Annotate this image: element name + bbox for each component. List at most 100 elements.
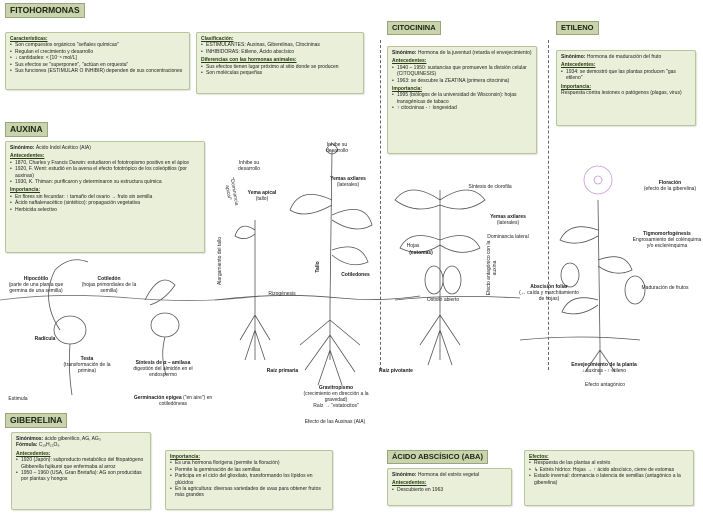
- list-item: ↳ Estrés hídrico: Hojas → ↑ ácido abscís…: [529, 467, 689, 474]
- auxin-plant-leaf-3: [331, 246, 369, 266]
- list-item: 1930, K. Thiman: purificaron y determina…: [10, 179, 200, 186]
- auxina-box: Sinónimo: Ácido Indol Acético (AIA) Ante…: [5, 141, 205, 253]
- etileno-leaf-2: [597, 256, 633, 274]
- seed-left-2: [144, 279, 176, 306]
- label-radicula: Radícula: [30, 336, 60, 342]
- raiz-pivotante-text: Raíz pivotante: [379, 368, 413, 374]
- etileno-roots: [584, 345, 616, 375]
- citocinina-antecedents: 1940 – 1950: sustancias que promueven la…: [392, 65, 532, 85]
- label-yemas-axilares-2: Yemas axilares(laterales): [482, 214, 534, 226]
- floracion-sub: (efecto de la giberelina): [643, 186, 697, 192]
- list-item: Sus efectos tienen lugar próximo al siti…: [201, 64, 359, 71]
- giberelina-antecedents-heading: Antecedentes:: [16, 450, 51, 457]
- floracion-text: Floración: [658, 180, 682, 186]
- envejecimiento-sub: ↓ auxinas - ↑ etileno: [581, 368, 627, 374]
- seed-cotyledon: [150, 312, 180, 338]
- etileno-plant-stem: [597, 199, 601, 346]
- young-plant-roots: [239, 300, 271, 361]
- etileno-leaf-3: [561, 297, 599, 315]
- abscision-sub: (↔ caída y marchitamiento de hojas): [519, 290, 579, 302]
- list-item: En flores sin fecundar: ↑ tamaño del ova…: [10, 194, 200, 201]
- formula-key: Fórmula:: [16, 442, 38, 449]
- aba-box: Sinónimo: Hormona del estrés vegetal Ant…: [387, 468, 512, 506]
- list-item: Son compuestos orgánicos "señales químic…: [10, 42, 185, 49]
- cotiledon-text: Cotiledón: [97, 276, 121, 282]
- label-hipocotilo: Hipocótilo(parte de una planta que germi…: [2, 276, 70, 294]
- auxin-plant-roots: [299, 305, 361, 386]
- label-maduracion: Maduración de frutos: [641, 285, 689, 291]
- list-item: 1870, Charles y Francis Darwin: estudiar…: [10, 160, 200, 167]
- list-item: Permite la germinación de las semillas: [170, 467, 328, 474]
- label-raiz-pivotante: Raíz pivotante: [372, 368, 420, 374]
- soil-line-left: [0, 295, 261, 301]
- yemas-axilares-sub: (laterales): [336, 182, 360, 188]
- citocinina-importance-heading: Importancia:: [392, 85, 423, 92]
- synonym-key: Sinónimos:: [16, 436, 44, 442]
- yemas-axilares-2-sub: (laterales): [496, 220, 520, 226]
- etileno-synonym: Sinónimo: Hormona de maduración del frut…: [561, 54, 691, 60]
- characteristics-box: Características: Son compuestos orgánico…: [5, 32, 190, 90]
- list-item: 1950 – 1960 (USA, Gran Bretaña): AG son …: [16, 470, 146, 483]
- label-floracion: Floración(efecto de la giberelina): [640, 180, 700, 192]
- yemas-axilares-text: Yemas axilares: [330, 176, 366, 182]
- auxin-plant-leaf-1: [289, 193, 333, 215]
- citocinina-box: Sinónimo: Hormona de la juventud (retard…: [387, 46, 537, 154]
- envejecimiento-text: Envejecimiento de la planta: [571, 362, 637, 368]
- list-item: Son moléculas pequeñas: [201, 70, 359, 77]
- label-germinacion: Germinación epígea ("en aire") en cotile…: [128, 395, 218, 407]
- synonym-key: Sinónimo:: [10, 145, 35, 151]
- synonym-value: Hormona de maduración del fruto: [586, 54, 662, 60]
- label-estimula: Estimula: [8, 396, 28, 402]
- estomas-text: (estomas): [409, 250, 433, 256]
- etileno-antecedents-heading: Antecedentes:: [561, 62, 596, 69]
- synonym-key: Sinónimo:: [392, 472, 417, 478]
- aba-effects: Respuesta de las plantas al estrés ↳ Est…: [529, 460, 689, 486]
- young-plant-leaf: [234, 225, 256, 239]
- tallo-text: Tallo: [315, 261, 321, 273]
- list-item: Descubierto en 1963: [392, 487, 507, 494]
- list-item: Herbicida selectivo: [10, 207, 200, 214]
- auxin-plant-bud: [325, 143, 339, 155]
- list-item: Regulan el crecimiento y desarrollo: [10, 49, 185, 56]
- raiz-primaria-text: Raíz primaria: [266, 368, 299, 374]
- cito-plant-leaf-4: [439, 235, 481, 253]
- sintesis-amilasa-text: Síntesis de α – amilasa: [135, 360, 191, 366]
- list-item: 1920, F. Went: estudió en la avena el ef…: [10, 166, 200, 179]
- etileno-title: ETILENO: [556, 21, 599, 35]
- differences-heading: Diferencias con las hormonas animales:: [201, 57, 297, 64]
- label-efecto-antag: Efecto antagónico con la auxina: [486, 240, 498, 296]
- seed-root-2: [162, 336, 167, 376]
- list-item: ESTIMULANTES: Auxinas, Giberelinas, Cito…: [201, 42, 359, 49]
- list-item: 1963: se descubre la ZEATINA (primera ci…: [392, 78, 532, 85]
- aba-synonym: Sinónimo: Hormona del estrés vegetal: [392, 472, 507, 478]
- label-inhibe-1: Inhibe su desarrollo: [238, 160, 260, 172]
- classification-list: ESTIMULANTES: Auxinas, Giberelinas, Cito…: [201, 42, 359, 55]
- label-cotiledones: Cotiledones: [333, 272, 378, 278]
- list-item: Sus funciones (ESTIMULAR O INHIBIR) depe…: [10, 68, 185, 75]
- list-item: INHIBIDORAS: Etileno, Ácido abscísico: [201, 49, 359, 56]
- characteristics-list: Son compuestos orgánicos "señales químic…: [10, 42, 185, 74]
- aba-title: ÁCIDO ABSCÍSICO (ABA): [387, 450, 488, 464]
- cito-plant-leaf-2: [439, 189, 486, 210]
- yemas-axilares-2-text: Yemas axilares: [490, 214, 526, 220]
- aba-antecedents-heading: Antecedentes:: [392, 480, 427, 487]
- citocinina-importance: 1995 (biólogos de la universidad de Wisc…: [392, 92, 532, 112]
- auxina-title: AUXINA: [5, 122, 48, 137]
- citocinina-title: CITOCININA: [387, 21, 441, 35]
- cotiledon-sub: (hojas primordiales de la semilla): [81, 282, 137, 294]
- list-item: Participa en el ciclo del glioxilato, tr…: [170, 473, 328, 486]
- list-item: ↓ cantidades: < [10⁻⁶ mol/L]: [10, 55, 185, 62]
- sintesis-amilasa-sub: digestión del almidón en el endospermo: [133, 366, 193, 378]
- divider-citocinina: [380, 40, 381, 370]
- raiz-estatocitos: Raíz → "estatocitos": [313, 403, 359, 409]
- list-item: En la agricultura: diversas variedades d…: [170, 486, 328, 499]
- classification-heading: Clasificación:: [201, 36, 234, 42]
- seedling-stem: [48, 259, 89, 331]
- page-title: FITOHORMONAS: [5, 3, 85, 18]
- auxina-synonym: Sinónimo: Ácido Indol Acético (AIA): [10, 145, 200, 151]
- label-gravitropismo: Gravitropismo(crecimiento en dirección a…: [300, 385, 372, 409]
- tigmo-sub: Engrosamiento del colénquima y/o escleré…: [632, 237, 702, 249]
- yema-apical-sub: (tallo): [255, 196, 269, 202]
